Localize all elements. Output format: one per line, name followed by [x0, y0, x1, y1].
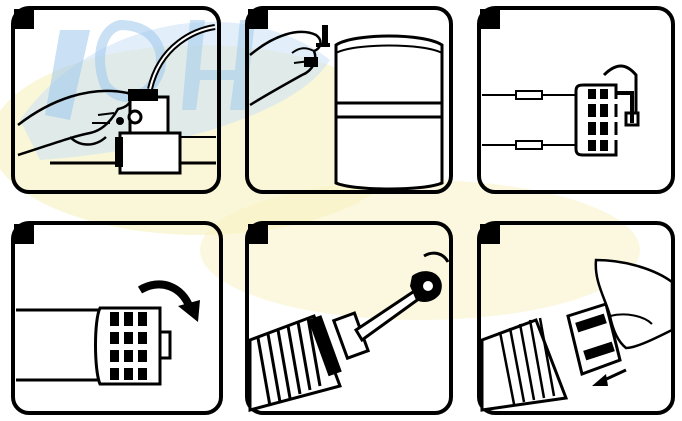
step-panel-2 — [244, 5, 454, 195]
step-panel-1 — [10, 5, 222, 195]
step-number-badge — [480, 224, 500, 244]
step-panel-5 — [244, 220, 454, 416]
step-number-badge — [14, 224, 34, 244]
step-panel-6 — [476, 220, 676, 416]
step-panel-4 — [10, 220, 224, 416]
step-number-badge — [480, 9, 500, 29]
step-number-badge — [248, 224, 268, 244]
step-number-badge — [14, 9, 34, 29]
step-panel-3 — [476, 5, 676, 195]
step-number-badge — [248, 9, 268, 29]
